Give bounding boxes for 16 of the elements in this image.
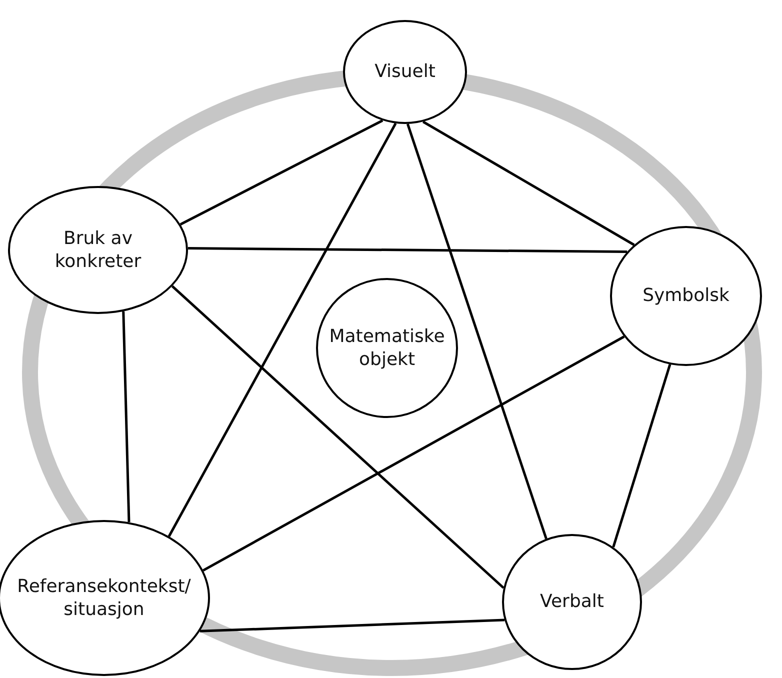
node-label: Symbolsk xyxy=(642,284,730,308)
connector-line xyxy=(422,120,635,246)
node-label: Verbalt xyxy=(540,590,604,614)
connector-line xyxy=(612,364,672,548)
connector-line xyxy=(180,119,384,226)
connector-line xyxy=(188,247,628,253)
node-label: Bruk av konkreter xyxy=(54,226,142,274)
node-label: Matematiske objekt xyxy=(328,324,446,372)
connector-line xyxy=(202,336,625,572)
connector-line xyxy=(122,311,130,522)
node-label: Visuelt xyxy=(374,60,436,84)
connector-line xyxy=(168,122,397,537)
connector-line xyxy=(200,618,505,632)
connector-line xyxy=(406,124,548,540)
node-label: Referansekontekst/ situasjon xyxy=(16,574,192,622)
connector-line xyxy=(171,285,504,589)
